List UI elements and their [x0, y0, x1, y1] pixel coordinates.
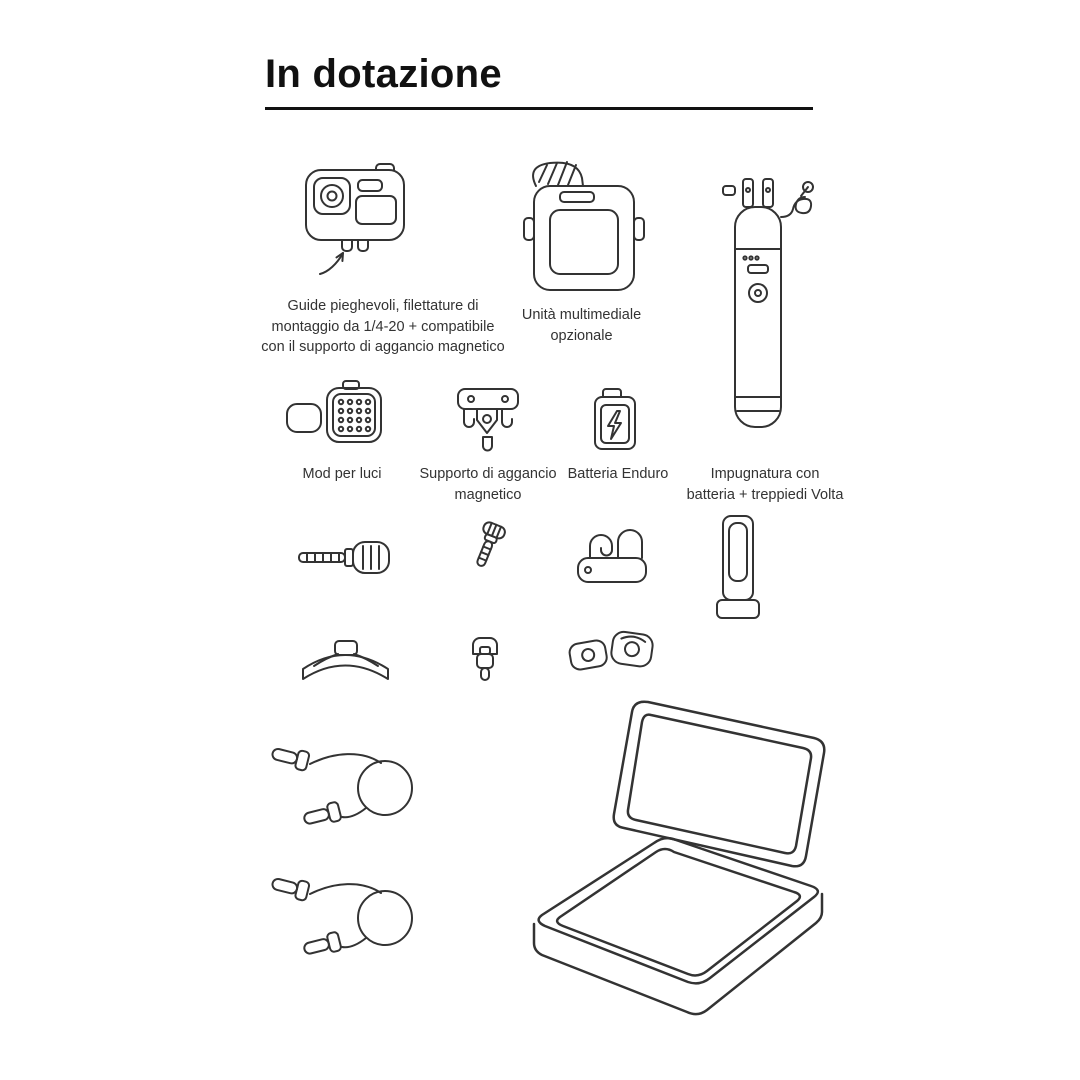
curved-adhesive-mount-icon	[302, 640, 389, 680]
caption-line: Unità multimediale	[521, 307, 642, 323]
mounting-screw-icon	[476, 521, 506, 567]
carrying-case-icon	[532, 700, 826, 1016]
magnetic-mount-icon	[457, 388, 519, 452]
hero-camera-illustration	[290, 158, 420, 288]
caption-line: magnetico	[454, 486, 522, 503]
caption-line: Guide pieghevoli, filettature di	[287, 298, 479, 314]
mount-clip-icon	[472, 637, 498, 681]
magnetic-mount-caption: Supporto di aggancio magnetico	[412, 464, 564, 505]
caption-line: Mod per luci	[302, 466, 382, 482]
page-title: In dotazione	[265, 52, 502, 96]
caption-line: Supporto di aggancio	[419, 466, 557, 482]
carrying-case-illustration	[522, 688, 840, 1023]
light-mod-caption: Mod per luci	[281, 464, 403, 485]
usb-cable-2-illustration	[268, 862, 438, 962]
volta-grip-illustration	[695, 165, 825, 455]
mount-plate-illustration	[708, 512, 768, 624]
volta-grip-icon	[722, 178, 814, 428]
enduro-battery-caption: Batteria Enduro	[552, 464, 684, 485]
mount-plate-icon	[716, 515, 760, 619]
light-mod-icon	[286, 380, 382, 443]
caption-line: opzionale	[550, 327, 613, 344]
media-mod-illustration	[500, 158, 660, 298]
caption-line: con il supporto di aggancio magnetico	[261, 339, 505, 356]
enduro-battery-illustration	[590, 385, 640, 455]
hero-camera-icon	[305, 163, 405, 275]
caption-line: Batteria Enduro	[567, 466, 669, 482]
usb-cable-icon	[271, 747, 413, 825]
curved-adhesive-mount-illustration	[298, 625, 393, 685]
light-mod-illustration	[285, 378, 385, 458]
caption-line: batteria + treppiedi Volta	[686, 486, 844, 503]
media-mod-caption: Unità multimediale opzionale	[494, 305, 669, 346]
caption-line: Impugnatura con	[710, 466, 820, 482]
mounting-buckle-illustration	[558, 512, 663, 592]
mounting-buckle-icon	[577, 529, 647, 583]
enduro-battery-icon	[594, 388, 636, 450]
caption-line: montaggio da 1/4-20 + compatibile	[271, 318, 495, 335]
usb-cable-1-illustration	[268, 732, 438, 832]
thumb-screw-illustration	[295, 532, 395, 582]
title-underline	[265, 107, 813, 110]
volta-grip-caption: Impugnatura con batteria + treppiedi Vol…	[672, 464, 858, 505]
mount-clip-illustration	[458, 630, 513, 688]
media-mod-icon	[523, 161, 645, 291]
usb-cable-icon	[271, 877, 413, 955]
magnetic-mount-illustration	[450, 383, 525, 463]
folding-fingers-icon	[568, 630, 654, 671]
camera-caption: Guide pieghevoli, filettature di montagg…	[246, 296, 520, 358]
mounting-screw-illustration	[455, 518, 520, 580]
folding-fingers-illustration	[562, 618, 657, 683]
thumb-screw-icon	[298, 541, 390, 574]
